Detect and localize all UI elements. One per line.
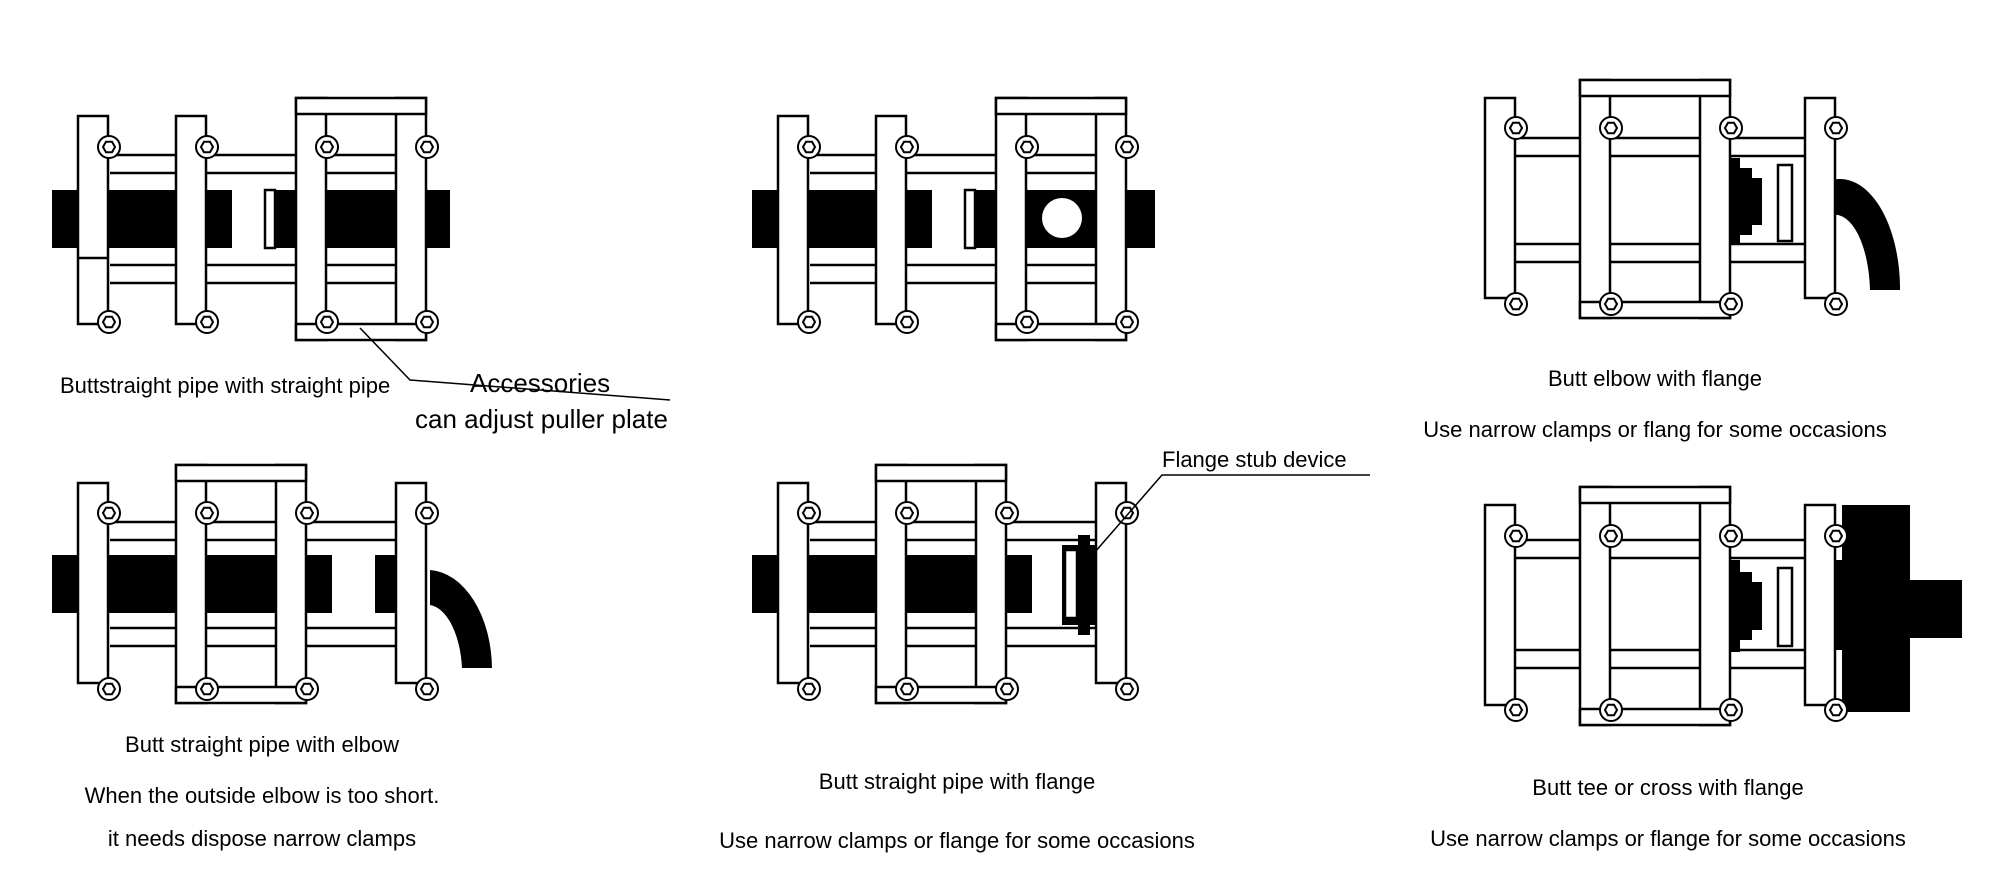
caption-p3-line2: Use narrow clamps or flang for some occa… (1423, 417, 1886, 442)
panel-straight-straight (52, 96, 671, 401)
panel-straight-hole (752, 96, 1155, 342)
panel-straight-elbow (52, 463, 492, 705)
panel-tee-flange (1483, 485, 1962, 727)
caption-p6-line1: Butt tee or cross with flange (1532, 775, 1803, 800)
caption-p5-line1: Butt straight pipe with flange (819, 769, 1095, 794)
caption-p4-line1: Butt straight pipe with elbow (125, 732, 399, 757)
panel-straight-flange (752, 463, 1370, 705)
captions: Buttstraight pipe with straight pipe Acc… (60, 366, 1906, 853)
caption-p3-line1: Butt elbow with flange (1548, 366, 1762, 391)
caption-p4-line3: it needs dispose narrow clamps (108, 826, 416, 851)
caption-p5-line2: Use narrow clamps or flange for some occ… (719, 828, 1195, 853)
caption-p4-line2: When the outside elbow is too short. (85, 783, 440, 808)
panel-elbow-flange (1483, 78, 1901, 320)
flange-stub-callout: Flange stub device (1162, 447, 1347, 472)
caption-p6-line2: Use narrow clamps or flange for some occ… (1430, 826, 1906, 851)
hole-marker (1042, 198, 1082, 238)
caption-p1-line1: Buttstraight pipe with straight pipe (60, 373, 390, 398)
accessories-callout-line2: can adjust puller plate (415, 404, 668, 434)
accessories-callout-line1: Accessories (470, 368, 610, 398)
